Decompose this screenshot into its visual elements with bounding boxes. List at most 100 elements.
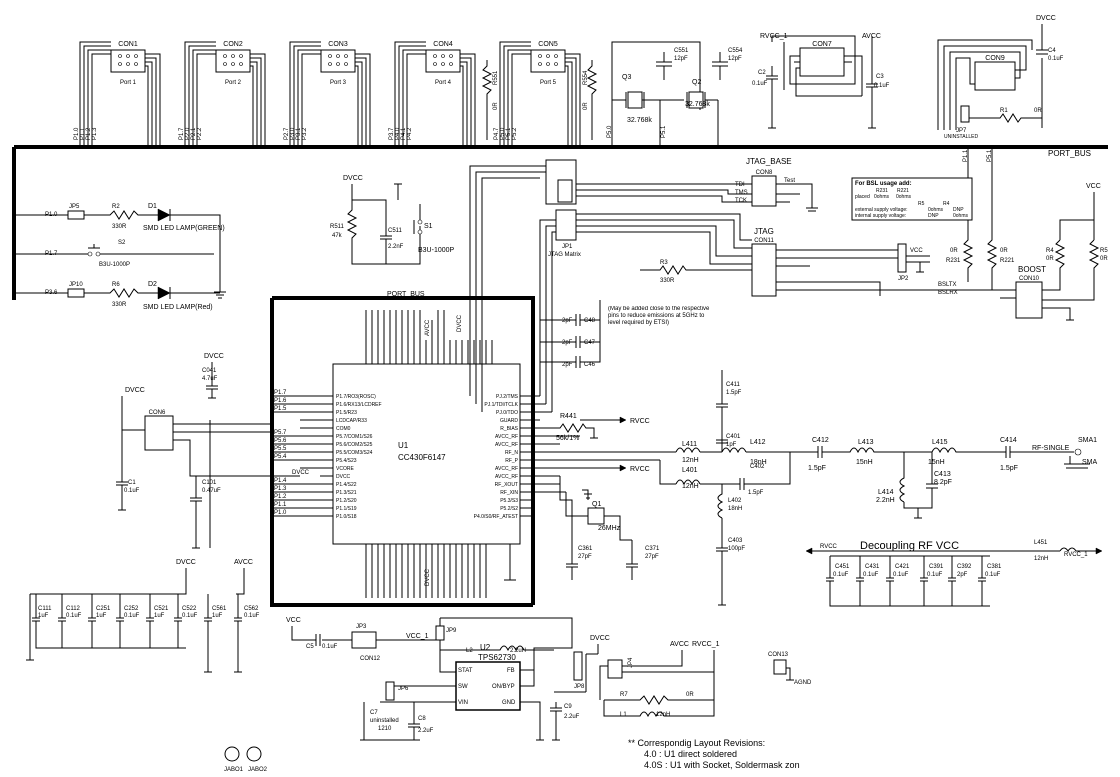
c361-ref: C361 bbox=[578, 546, 593, 552]
u1-pin-label: DVCC bbox=[336, 474, 351, 480]
con9-body bbox=[974, 61, 1016, 91]
bottom-cap-ref: C251 bbox=[96, 606, 111, 612]
net-label: P5.7 bbox=[274, 430, 287, 436]
net-label: P5.0 bbox=[607, 125, 613, 138]
net-label: P5.2 bbox=[512, 127, 518, 140]
u1-pin-label: P4.0/S0/RF_ATEST bbox=[474, 514, 518, 520]
l1-ref: L1 bbox=[620, 712, 627, 718]
net-label: P5.4 bbox=[274, 454, 287, 460]
net-label: P3.1 bbox=[296, 127, 302, 140]
r4-value: 0R bbox=[1046, 256, 1054, 262]
u2-part: TPS62730 bbox=[478, 653, 516, 662]
c4-ref: C4 bbox=[1048, 48, 1056, 54]
decoupling-title: Decoupling RF VCC bbox=[860, 540, 959, 552]
layout-note-line2: 4.0S : U1 with Socket, Soldermask zon bbox=[644, 760, 800, 770]
bsl-note: For BSL usage add: R231 R221 placed 0ohm… bbox=[851, 177, 973, 221]
dvcc-u1-top-label: DVCC bbox=[457, 314, 463, 332]
connector-ref: CON3 bbox=[328, 41, 348, 48]
connector-label: Port 4 bbox=[435, 80, 452, 86]
c46-value: 2pF bbox=[562, 362, 573, 368]
jabo-holes: JABO1 JABO2 bbox=[224, 746, 268, 773]
decoupling-cap-ref: C451 bbox=[835, 564, 850, 570]
c401-ref: C401 bbox=[726, 434, 741, 440]
u1-pin-label: P5.3/S3 bbox=[500, 498, 518, 504]
r231-ref: R231 bbox=[946, 258, 961, 264]
c9-ref: C9 bbox=[564, 704, 572, 710]
bsl-row3-label: internal supply voltage: bbox=[855, 213, 906, 219]
net-label: P3.0 bbox=[290, 127, 296, 140]
con6-ref: CON6 bbox=[149, 410, 166, 416]
net-label: P4.7 bbox=[494, 127, 500, 140]
bottom-cap-ref: C561 bbox=[212, 606, 227, 612]
c041-ref: C041 bbox=[202, 368, 217, 374]
u1-pin-label: P1.2/S20 bbox=[336, 498, 357, 504]
con10-ref: CON10 bbox=[1019, 276, 1040, 282]
sma-label: SMA bbox=[1082, 459, 1098, 466]
bottom-cap-value: 0.1uF bbox=[244, 613, 260, 619]
c7-value: uninstalled bbox=[370, 718, 399, 724]
c511-ref: C511 bbox=[388, 228, 403, 234]
u1-pin-label: P1.7/RO3(ROSC) bbox=[336, 394, 376, 400]
port-bus-label-u1: PORT_BUS bbox=[387, 291, 425, 298]
u2-pin-stat: STAT bbox=[458, 668, 473, 674]
port-connector: CON5 Port 5 P4.7 P5.0 P5.1 P5.2 bbox=[494, 41, 581, 147]
l2-ref: L2 bbox=[466, 648, 473, 654]
connector-ref: CON5 bbox=[538, 41, 558, 48]
jtag-block: JTAG_BASE CON8 TDI TMS TCK Test JP1 JTAG… bbox=[469, 147, 1015, 412]
con11-ref: CON11 bbox=[754, 238, 774, 244]
net-label: P1.2 bbox=[86, 127, 92, 140]
connector-ref: CON1 bbox=[118, 41, 138, 48]
net-label: P1.1 bbox=[80, 127, 86, 140]
decoupling-cap-value: 0.1uF bbox=[863, 572, 879, 578]
vcc1-label: VCC_1 bbox=[406, 633, 429, 640]
c401-value: 1pF bbox=[726, 442, 737, 448]
bsl-row1-a: 0ohms bbox=[874, 194, 890, 200]
r221-ref: R221 bbox=[1000, 258, 1015, 264]
header-body bbox=[530, 49, 566, 73]
u2-ref: U2 bbox=[480, 643, 491, 652]
c5-value: 0.1uF bbox=[322, 644, 338, 650]
decoupling-cap-ref: C421 bbox=[895, 564, 910, 570]
mounting-hole-icon bbox=[246, 746, 262, 762]
l402-ref: L402 bbox=[728, 498, 742, 504]
c414-ref: C414 bbox=[1000, 437, 1017, 444]
u1-pin-label: P1.0/S18 bbox=[336, 514, 357, 520]
test-label: Test bbox=[784, 178, 795, 184]
r441-ref: R441 bbox=[560, 413, 577, 420]
decoupling-cap-value: 0.1uF bbox=[927, 572, 943, 578]
d2-led-symbol bbox=[157, 286, 171, 300]
u1-body bbox=[332, 363, 521, 545]
r554-ref: R554 bbox=[583, 70, 589, 85]
jtag-label: JTAG bbox=[754, 227, 774, 236]
sma-connector-icon bbox=[1074, 448, 1082, 456]
net-label: P4.0 bbox=[395, 127, 401, 140]
led-block: JP5 P1.0 R2 330R D1 SMD LED LAMP(GREEN) … bbox=[14, 203, 226, 311]
bottom-cap-ref: C562 bbox=[244, 606, 259, 612]
net-label: P5.1 bbox=[987, 149, 993, 162]
u1-pin-label: RF_XOUT bbox=[495, 482, 518, 488]
jp6-ref: JP6 bbox=[398, 686, 409, 692]
jp9-ref: JP9 bbox=[446, 628, 457, 634]
bottom-cap-ref: C112 bbox=[66, 606, 81, 612]
u1-pin-label: PJ.2/TMS bbox=[496, 394, 519, 400]
jtag-header bbox=[557, 179, 573, 203]
d1-ref: D1 bbox=[148, 203, 157, 210]
jp2-header bbox=[897, 243, 907, 273]
net-label: P1.2 bbox=[274, 494, 287, 500]
u1-pin-label: PJ.1/TDI/TCLK bbox=[484, 402, 518, 408]
net-p36: P3.6 bbox=[45, 290, 58, 296]
jp2-ref: JP2 bbox=[898, 276, 909, 282]
c9-value: 2.2uF bbox=[564, 714, 580, 720]
jp7-ref: JP7 bbox=[956, 128, 967, 134]
dvcc-con6-label: DVCC bbox=[125, 387, 145, 394]
c402-ref: C402 bbox=[750, 464, 765, 470]
q2-freq: 32.768k bbox=[685, 101, 710, 108]
bsl-note-box bbox=[851, 177, 973, 221]
tdi-label: TDI bbox=[735, 182, 745, 188]
c101-value: 0.47uF bbox=[202, 488, 221, 494]
net-label: P2.7 bbox=[284, 127, 290, 140]
uninstalled-label: UNINSTALLED bbox=[944, 134, 978, 140]
decoupling-block: Decoupling RF VCC RVCC RVCC_1 L451 12nH … bbox=[805, 540, 1103, 607]
r554-value: 0R bbox=[583, 102, 589, 110]
net-label: P5.0 bbox=[500, 127, 506, 140]
